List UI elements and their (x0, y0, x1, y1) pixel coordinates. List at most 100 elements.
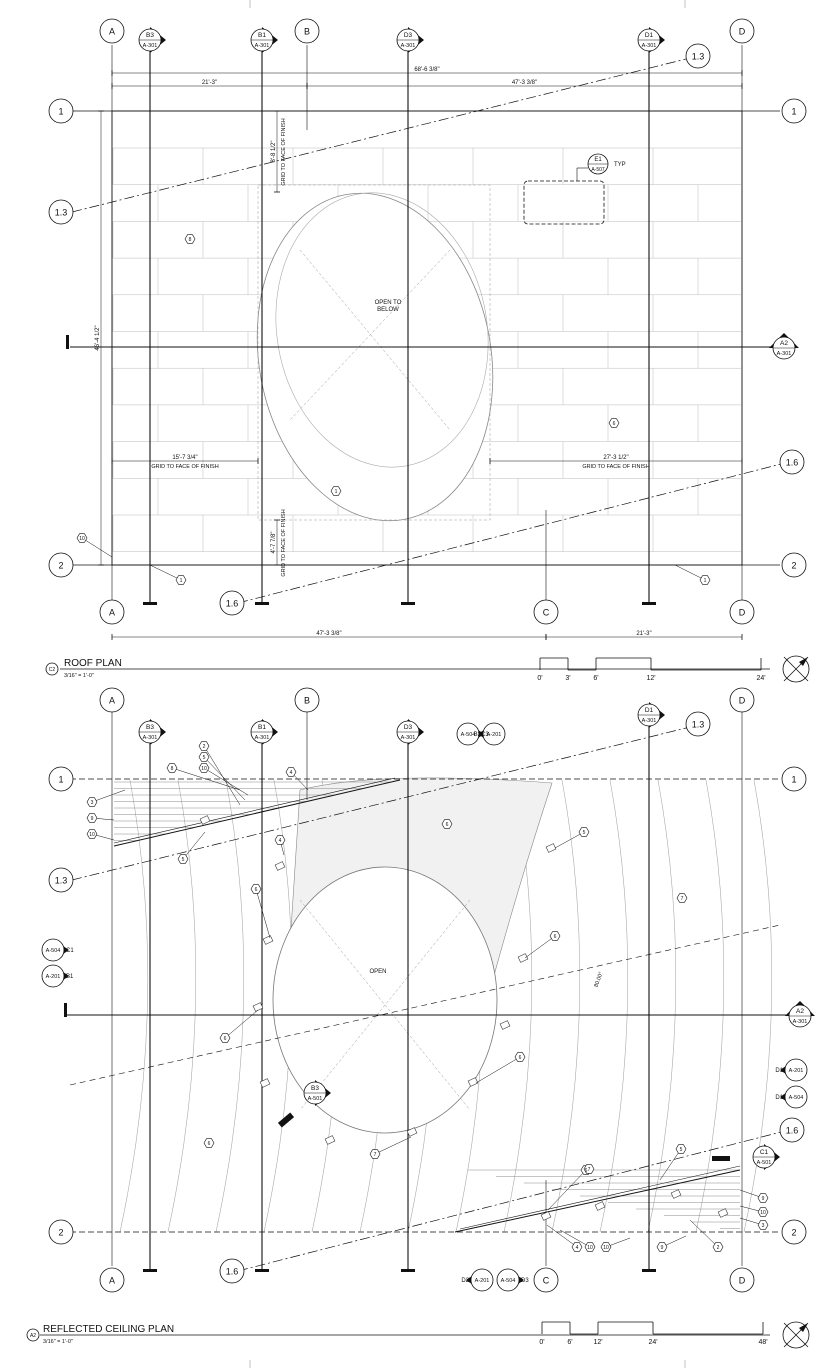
opening-bounding-box (257, 184, 491, 521)
keynote-hex (578, 827, 590, 837)
grid-bubble-label: C (543, 1276, 550, 1286)
keynote-hex (656, 1242, 668, 1252)
grid-bubble (729, 18, 755, 44)
keynote-hex (712, 1242, 724, 1252)
light-fixture (259, 1078, 271, 1088)
drawing-tag (26, 1328, 40, 1342)
keynote-hex (549, 931, 561, 941)
grid-bubble (48, 552, 74, 578)
north-pointer (799, 1323, 808, 1332)
grid-bubble-label: D (739, 696, 746, 706)
light-fixture (252, 1002, 264, 1012)
ceiling-panel-line (215, 779, 245, 1233)
light-fixture (594, 1201, 606, 1211)
light-fixture (540, 1211, 552, 1221)
elevation-tag (482, 722, 506, 746)
grid-bubble-label: B (304, 27, 310, 37)
reference-line (69, 924, 781, 1086)
scale-bar-label: 0' (537, 675, 542, 682)
elevation-tag (41, 938, 65, 962)
roof-opening-inner (275, 192, 489, 468)
keynote-number: 10 (89, 832, 95, 838)
dimension-text: 47'-3 3/8" (512, 80, 537, 86)
dimension-text: 21'-3" (202, 80, 217, 86)
grid-bubble (99, 1267, 125, 1293)
section-cut-end (642, 1269, 656, 1272)
keynote-hex (86, 813, 98, 823)
elevation-tag-id: D3 (521, 1278, 529, 1284)
drawing-title: ROOF PLAN (64, 658, 122, 669)
section-tag-id: D1 (645, 32, 654, 39)
elevation-tag-id: D1 (775, 1068, 783, 1074)
keynote-leader (689, 1219, 719, 1248)
grid-bubble (729, 687, 755, 713)
dimension-text: 4'-7 7/8" (271, 532, 277, 554)
light-fixture (545, 843, 557, 853)
slope-line-1-6 (237, 1130, 786, 1272)
north-arrow (782, 1321, 810, 1349)
keynote-hex (285, 767, 297, 777)
slope-line-1-3 (71, 726, 691, 881)
keynote-leader (149, 564, 182, 581)
keynote-number: 8 (171, 766, 174, 772)
dimension-text: 15'-7 3/4" (172, 455, 197, 461)
ceiling-panel-line (743, 779, 773, 1233)
section-tag-sheet: A-301 (255, 735, 270, 741)
keynote-leader (374, 1136, 412, 1155)
keynote-hex (583, 1164, 595, 1174)
section-tag-id: B3 (311, 1085, 319, 1092)
grid-bubble (781, 552, 807, 578)
section-tag-id: C1 (760, 1149, 769, 1156)
opening-label: OPEN TO (375, 300, 402, 306)
section-cut-end (64, 1003, 67, 1017)
keynote-hex (757, 1193, 769, 1203)
dimension-text: 27'-3 1/2" (603, 455, 628, 461)
keynote-number: 6 (585, 1168, 588, 1174)
keynote-hex (86, 829, 98, 839)
keynote-leader (524, 935, 556, 959)
grid-bubble (219, 1258, 245, 1284)
grid-bubble-label: D (739, 27, 746, 37)
scale-bar-label: 24' (648, 1339, 657, 1346)
section-tag-id: D1 (645, 707, 654, 714)
grid-bubble (48, 1219, 74, 1245)
grid-bubble-label: 1.6 (786, 1126, 799, 1136)
grid-bubble-label: 2 (58, 1228, 63, 1238)
section-tag-sheet: A-301 (143, 43, 158, 49)
section-cut-end (143, 602, 157, 605)
drawing-scale: 3/16" = 1'-0" (64, 673, 94, 679)
elevation-tag-sheet: A-504 (46, 948, 61, 954)
ceiling-panel-line (551, 779, 581, 1233)
roof-opening-outline (256, 192, 494, 522)
elevation-tag (496, 1268, 520, 1292)
ceiling-panel-line (695, 779, 725, 1233)
elevation-tag-id: B2 (474, 732, 482, 738)
grid-bubble (781, 766, 807, 792)
keynote-hex (608, 418, 620, 428)
section-tag-sheet: A-301 (642, 43, 657, 49)
typ-label: TYP (614, 162, 626, 168)
ceiling-panel-line (599, 779, 629, 1233)
keynote-number: 6 (613, 421, 616, 427)
keynote-number: 3 (762, 1223, 765, 1229)
keynote-number: 7 (588, 1167, 591, 1173)
dimension-text: 46'-4 1/2" (95, 325, 101, 350)
elevation-tag-sheet: A-201 (789, 1068, 804, 1074)
scale-bar-label: 12' (646, 675, 655, 682)
keynote-hex (675, 1144, 687, 1154)
grid-bubble (685, 43, 711, 69)
grid-bubble-label: 2 (791, 1228, 796, 1238)
grid-bubble-label: A (109, 27, 115, 37)
keynote-leader (81, 537, 113, 558)
keynote-hex (166, 763, 178, 773)
keynote-leader (674, 564, 706, 581)
grid-bubble-label: D (739, 608, 746, 618)
keynote-number: 9 (762, 1196, 765, 1202)
keynote-hex (514, 1052, 526, 1062)
elevation-tag-sheet: A-201 (487, 732, 502, 738)
elevation-tag-sheet: A-504 (461, 732, 476, 738)
elevation-tag-sheet: A-201 (46, 974, 61, 980)
grid-bubble (48, 766, 74, 792)
keynote-number: 5 (203, 755, 206, 761)
section-tag-sheet: A-301 (255, 43, 270, 49)
